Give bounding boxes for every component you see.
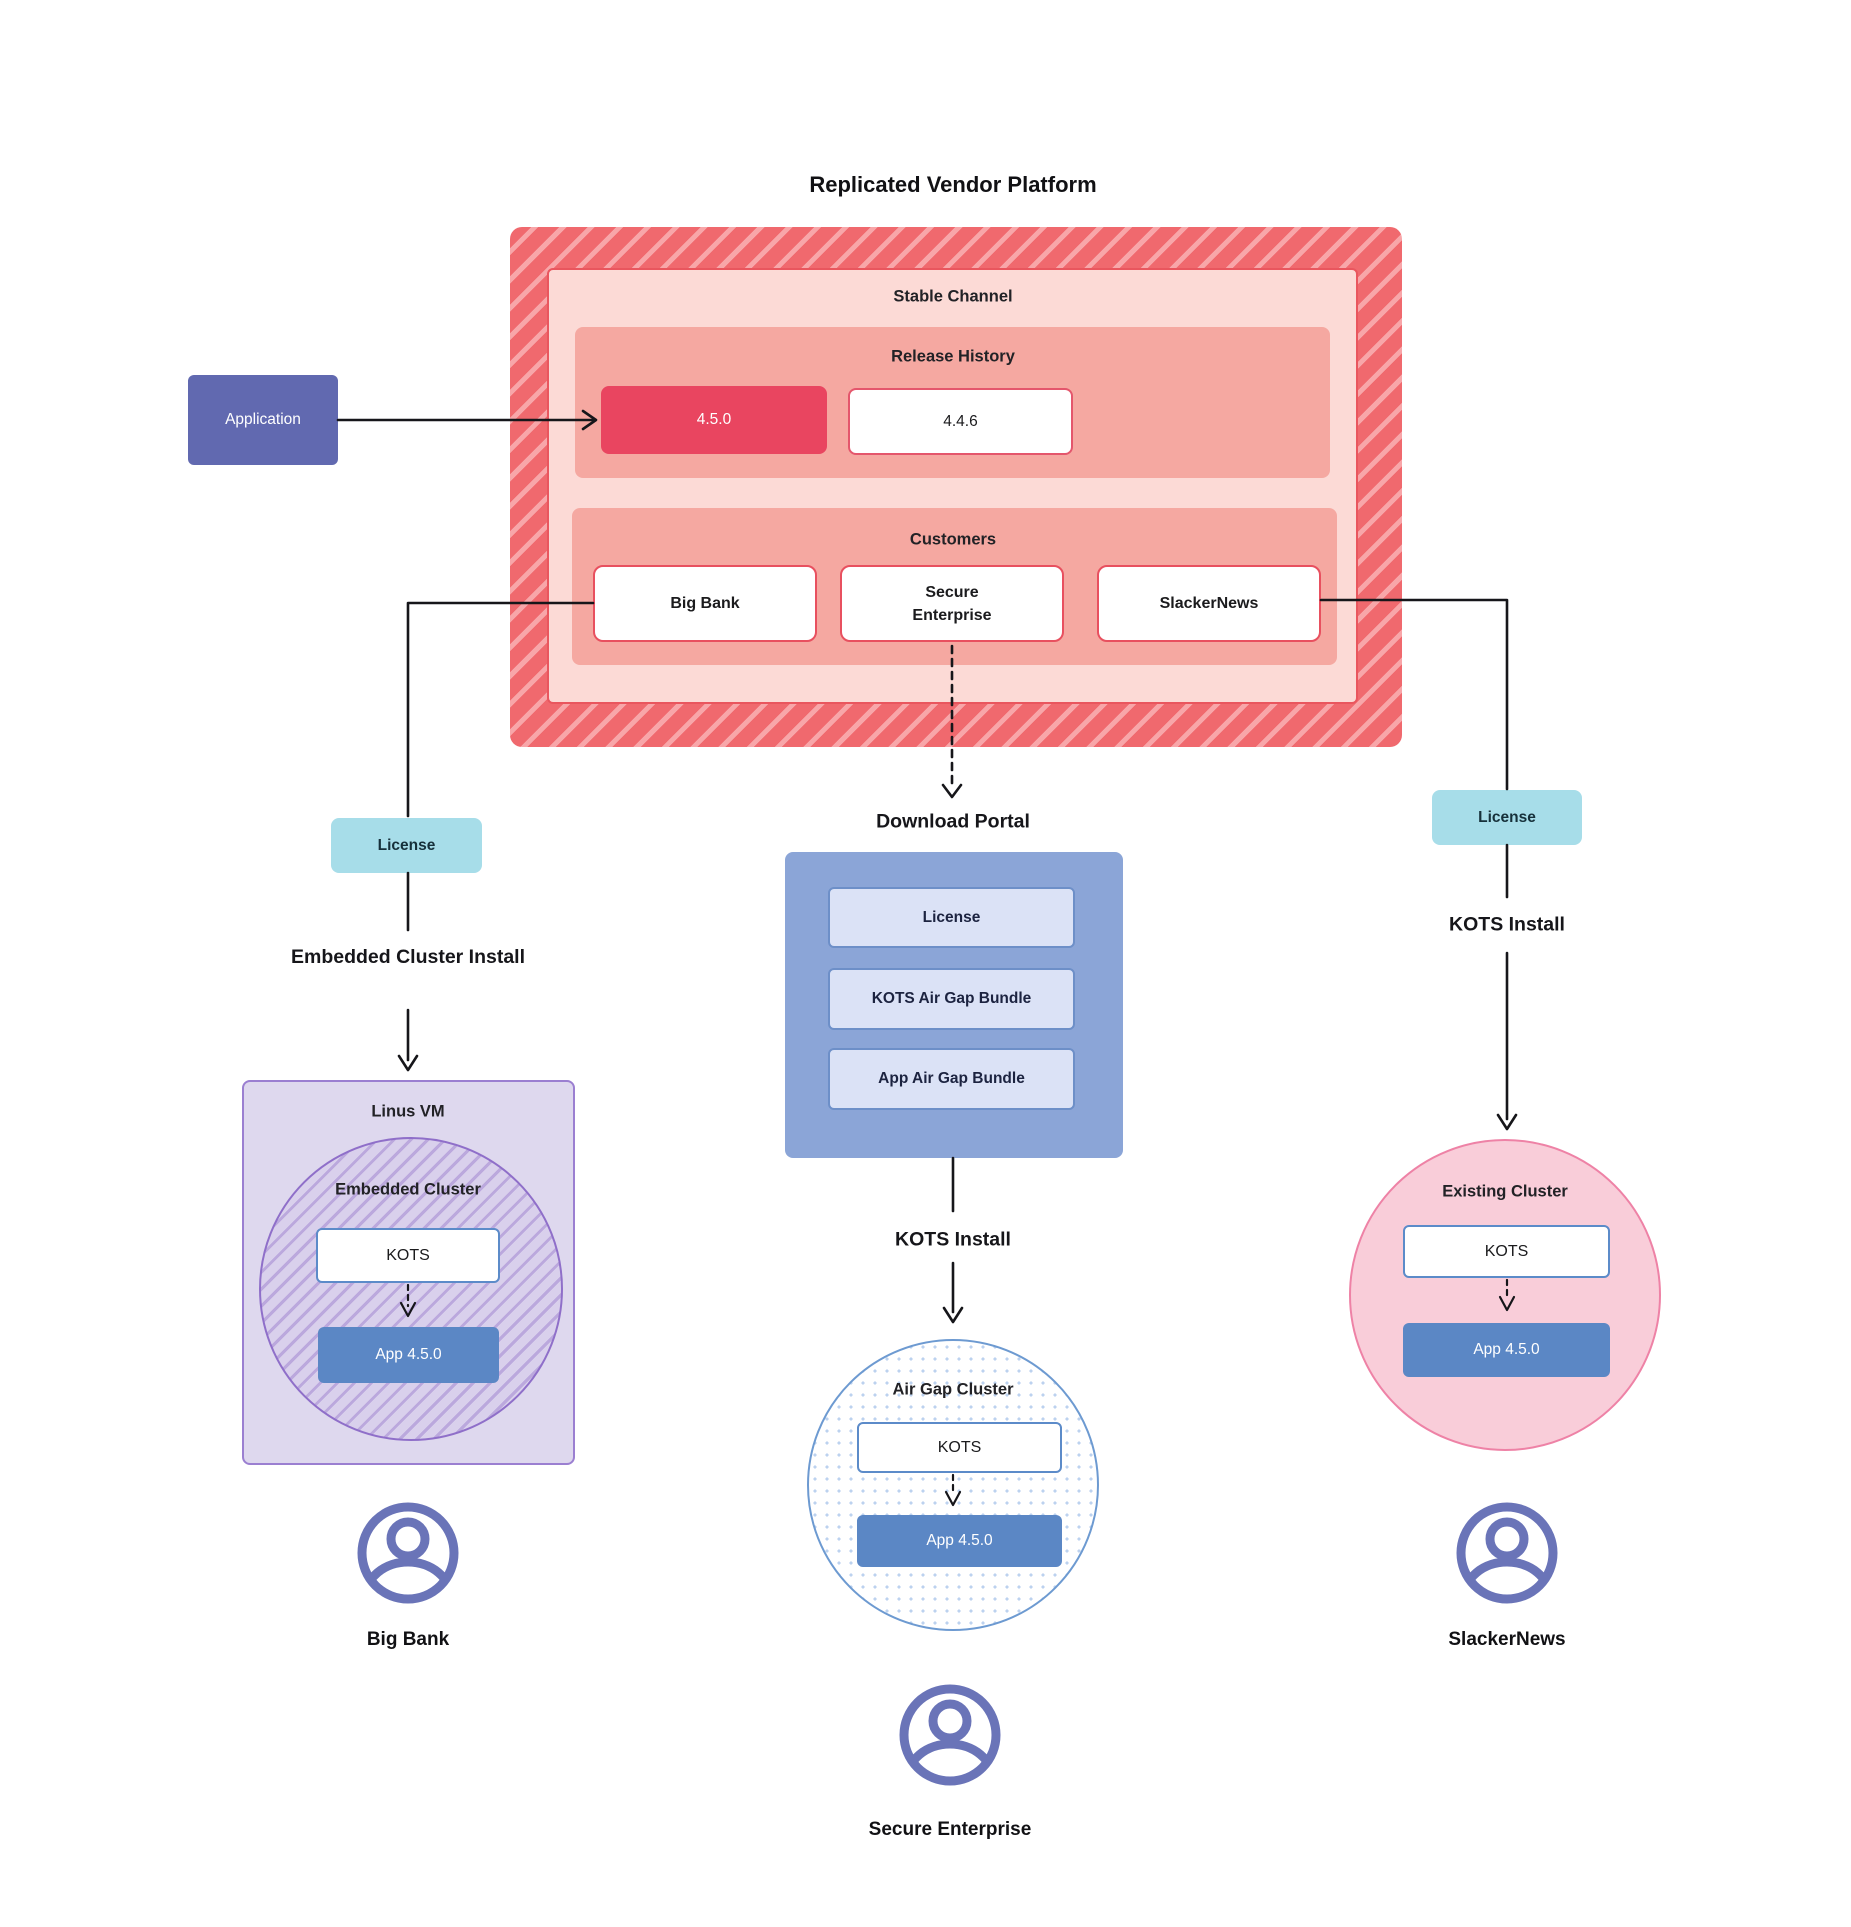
customer-slackernews-label: SlackerNews	[1159, 595, 1259, 612]
kots-box-right: KOTS	[1403, 1225, 1610, 1278]
person-icon-slackernews	[1456, 1502, 1558, 1604]
customer-secure-enterprise-label: Secure Enterprise	[912, 583, 992, 624]
app-box-left: App 4.5.0	[318, 1327, 499, 1383]
application-label: Application	[225, 411, 301, 428]
kots-right-label: KOTS	[1484, 1242, 1529, 1260]
portal-item-license: License	[828, 887, 1075, 948]
license-left-label: License	[377, 836, 436, 854]
app-middle-label: App 4.5.0	[926, 1532, 993, 1549]
release-history-label: Release History	[891, 347, 1015, 366]
app-right-label: App 4.5.0	[1473, 1341, 1540, 1358]
embedded-cluster-install-label: Embedded Cluster Install	[290, 946, 526, 968]
portal-item-app-air-gap-bundle: App Air Gap Bundle	[828, 1048, 1075, 1110]
release-version-current: 4.5.0	[601, 386, 827, 454]
kots-box-middle: KOTS	[857, 1422, 1062, 1473]
person-icon-secure-enterprise	[899, 1684, 1001, 1786]
app-box-right: App 4.5.0	[1403, 1323, 1610, 1377]
customers-label: Customers	[909, 530, 997, 549]
release-version-current-label: 4.5.0	[696, 411, 732, 428]
release-version-previous-label: 4.4.6	[943, 412, 978, 430]
customer-box-big-bank: Big Bank	[593, 565, 817, 642]
portal-item-kots-air-gap-bundle: KOTS Air Gap Bundle	[828, 968, 1075, 1030]
page-title: Replicated Vendor Platform	[809, 172, 1097, 197]
customer-box-slackernews: SlackerNews	[1097, 565, 1321, 642]
application-box: Application	[188, 375, 338, 465]
embedded-cluster-circle	[259, 1137, 563, 1441]
embedded-cluster-label: Embedded Cluster	[335, 1180, 481, 1199]
license-box-left: License	[331, 818, 482, 873]
portal-kots-bundle-label: KOTS Air Gap Bundle	[871, 990, 1032, 1007]
person-icon-big-bank	[357, 1502, 459, 1604]
kots-install-label-right: KOTS Install	[1449, 913, 1565, 936]
existing-cluster-label: Existing Cluster	[1442, 1182, 1568, 1201]
kots-install-label-middle: KOTS Install	[895, 1228, 1011, 1251]
kots-middle-label: KOTS	[937, 1438, 982, 1456]
customer-big-bank-label: Big Bank	[670, 595, 740, 612]
portal-app-bundle-label: App Air Gap Bundle	[878, 1070, 1025, 1087]
license-box-right: License	[1432, 790, 1582, 845]
linus-vm-label: Linus VM	[371, 1102, 445, 1121]
stable-channel-label: Stable Channel	[893, 287, 1013, 306]
license-right-label: License	[1478, 808, 1536, 826]
kots-box-left: KOTS	[316, 1228, 500, 1283]
person-label-big-bank: Big Bank	[366, 1629, 450, 1650]
portal-license-label: License	[922, 908, 981, 926]
person-label-slackernews: SlackerNews	[1448, 1629, 1566, 1650]
release-version-previous: 4.4.6	[848, 388, 1073, 455]
kots-left-label: KOTS	[386, 1246, 430, 1264]
download-portal-title: Download Portal	[876, 810, 1030, 833]
customer-box-secure-enterprise: Secure Enterprise	[840, 565, 1064, 642]
app-left-label: App 4.5.0	[375, 1346, 442, 1363]
air-gap-cluster-label: Air Gap Cluster	[892, 1380, 1014, 1399]
person-label-secure-enterprise: Secure Enterprise	[868, 1819, 1032, 1840]
app-box-middle: App 4.5.0	[857, 1515, 1062, 1567]
existing-cluster-circle	[1349, 1139, 1661, 1451]
